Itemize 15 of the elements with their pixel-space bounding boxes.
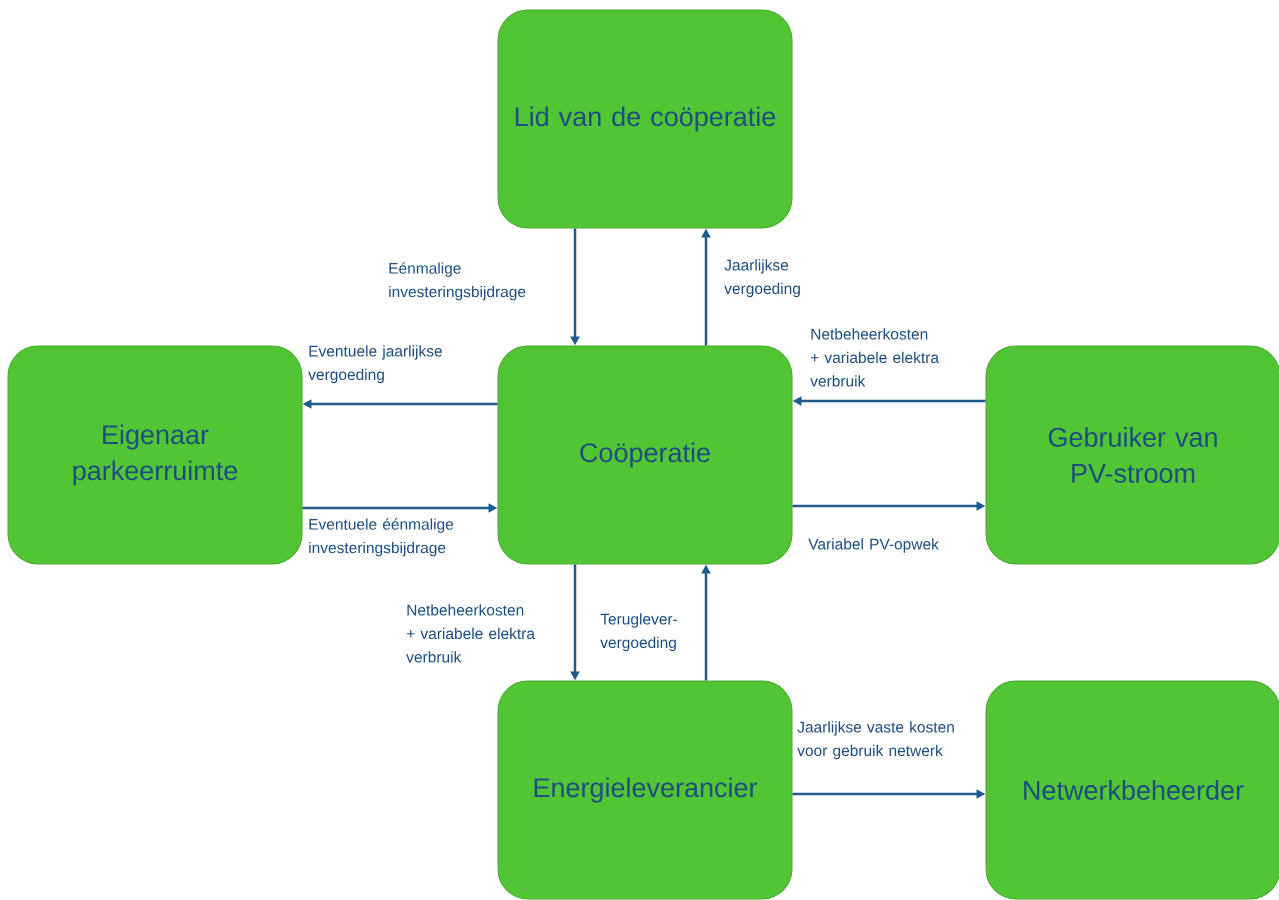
edge-label: Eventuele éénmalige investeringsbijdrage [309,518,454,557]
process-box: Gebruiker van PV-stroom [985,345,1279,565]
process-box: Coöperatie [497,345,793,565]
edge-label: Teruglever-vergoeding [600,613,678,652]
process-box: Lid van de coöperatie [497,9,793,229]
process-box: Netwerkbeheerder [985,680,1279,900]
edge-label: Eventuele jaarlijkse vergoeding [308,345,442,384]
edge-label: Jaarlijkse vaste kosten voor gebruik netwerk [797,721,954,760]
edge-label: Netbeheerkosten + variabele elektra verbruik [406,604,535,663]
process-box: Energieleverancier [497,680,793,900]
edge-label: Variabel PV-opwek [808,538,939,553]
edge-label: Jaarlijkse vergoeding [724,259,800,298]
process-box: Eigenaar parkeerruimte [7,345,303,565]
edge-label: Eénmalige investeringsbijdrage [389,262,526,301]
edge-label: Netbeheerkosten + variabele elektra verbruik [810,328,939,387]
